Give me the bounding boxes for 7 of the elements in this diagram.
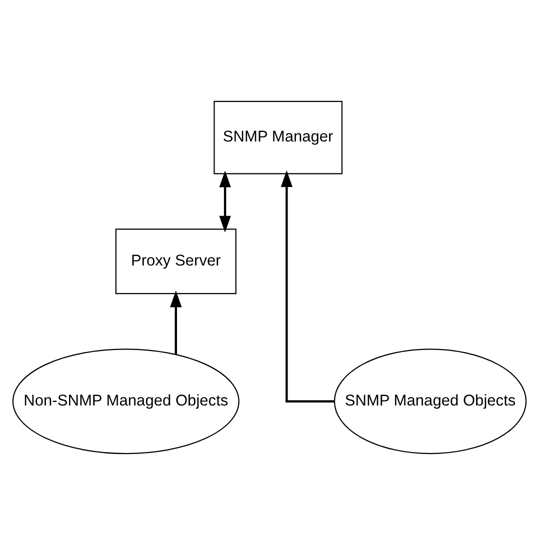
arrow [170,290,182,354]
node-box: SNMP Manager [214,100,343,174]
node-ellipse: SNMP Managed Objects [334,348,527,454]
node-box: Proxy Server [115,228,236,294]
arrow [280,170,334,402]
arrow [219,170,231,232]
node-ellipse: Non-SNMP Managed Objects [12,348,240,454]
